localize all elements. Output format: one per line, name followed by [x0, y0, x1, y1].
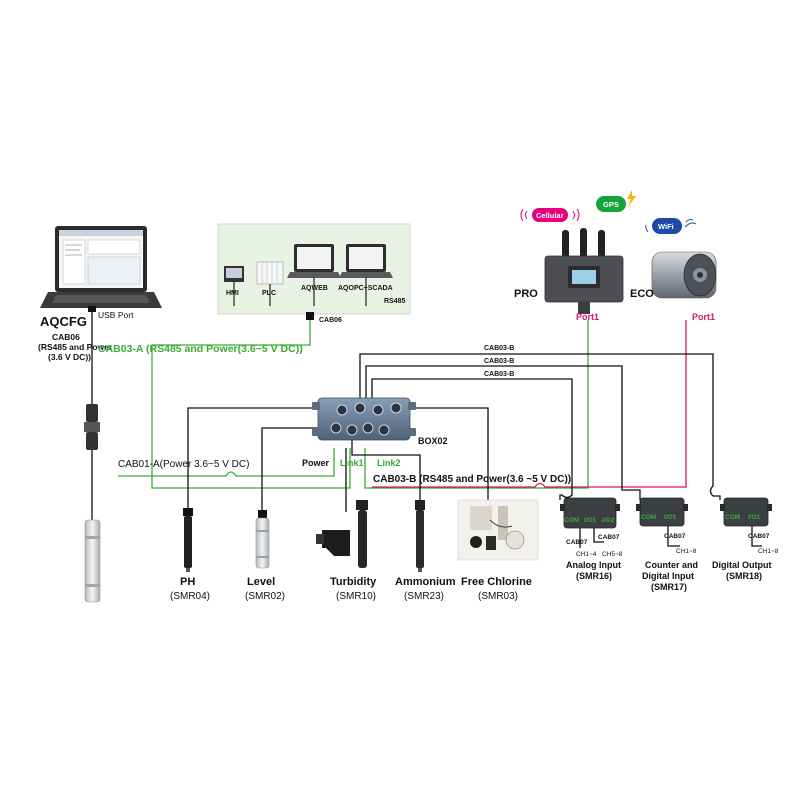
- wifi-signal-icon: [684, 218, 697, 228]
- smr16-code: (SMR16): [576, 571, 612, 581]
- eco-label: ECO: [630, 288, 654, 300]
- smr17-ch: CH1~8: [676, 548, 697, 555]
- sensor-labels: PH (SMR04) Level (SMR02) Turbidity (SMR1…: [170, 576, 532, 602]
- smr18-name: Digital Output: [712, 560, 772, 570]
- wire-eco-magenta: [372, 320, 687, 488]
- lightning-icon: [627, 190, 636, 207]
- sensor-level-code: (SMR02): [245, 591, 285, 602]
- cab06-desc-2: (3.6 V DC)): [48, 352, 91, 362]
- level-sensor: [255, 510, 270, 569]
- smr18-ch: CH1~8: [758, 548, 779, 555]
- smr18-cab07: CAB07: [748, 533, 770, 540]
- plc-label: PLC: [262, 290, 276, 297]
- rs485-label: RS485: [384, 298, 406, 305]
- cab03b-label-2: CAB03-B: [484, 358, 514, 365]
- smr16-io2: I/O2: [602, 517, 615, 524]
- cab03b-label-3: CAB03-B: [484, 371, 514, 378]
- wire-smr18-ch: [751, 518, 762, 547]
- pro-gateway: [544, 228, 624, 314]
- eco-gateway: [651, 251, 717, 299]
- wire-level: [261, 427, 338, 510]
- gps-badge: [596, 190, 636, 212]
- wire-cab03b-3: [371, 378, 573, 500]
- cab06-desc-1: (RS485 and Power: [38, 342, 113, 352]
- smr17-name-2: Digital Input: [642, 571, 694, 581]
- cab06-panel-connector: [306, 312, 314, 320]
- cab03b-label-1: CAB03-B: [484, 345, 514, 352]
- scada-panel: [217, 223, 411, 315]
- box-link2-label: Link2: [377, 458, 401, 468]
- wire-cab03b-1: [359, 353, 721, 500]
- sensor-ammonium-code: (SMR23): [404, 591, 444, 602]
- cab01a-label: CAB01-A(Power 3.6~5 V DC): [118, 459, 249, 470]
- cellular-badge: [520, 208, 580, 222]
- free-chlorine-analyzer: [457, 499, 539, 561]
- wire-ph: [187, 407, 342, 508]
- wire-cab03b-2: [365, 365, 641, 500]
- pro-port-label: Port1: [576, 312, 599, 322]
- ph-sensor: [183, 508, 193, 572]
- usb-connector: [84, 404, 100, 450]
- sensor-ph-code: (SMR04): [170, 591, 210, 602]
- smr16-name: Analog Input: [566, 560, 621, 570]
- laptop-aqcfg: [40, 226, 162, 312]
- smr17-code: (SMR17): [651, 582, 687, 592]
- aqopc-laptop: [339, 244, 393, 278]
- smr18-module: [720, 497, 772, 527]
- ammonium-sensor: [415, 500, 425, 572]
- wire-ammonium: [351, 432, 421, 500]
- box02-label: BOX02: [418, 436, 448, 446]
- smr18-code: (SMR18): [726, 571, 762, 581]
- box02-device: [312, 397, 416, 441]
- cellular-label: Cellular: [536, 211, 564, 220]
- smr17-io1: I/O1: [664, 514, 677, 521]
- smr17-com: COM: [641, 514, 656, 521]
- sensor-freechlorine-name: Free Chlorine: [461, 576, 532, 588]
- smr17-module: [636, 497, 688, 527]
- wire-cab03a: [151, 312, 351, 489]
- wifi-label: WiFi: [658, 222, 674, 231]
- cab03b-main-label: CAB03-B (RS485 and Power(3.6 ~5 V DC)): [373, 474, 571, 485]
- smr18-com: COM: [725, 514, 740, 521]
- sensor-level-name: Level: [247, 576, 275, 588]
- pro-label: PRO: [514, 288, 538, 300]
- smr16-cab07-a: CAB07: [566, 539, 588, 546]
- aqcfg-label: AQCFG: [40, 314, 87, 329]
- box-power-label: Power: [302, 458, 330, 468]
- smr16-io1: I/O1: [584, 517, 597, 524]
- cab03a-label: CAB03-A (RS485 and Power(3.6~5 V DC)): [98, 343, 303, 355]
- smr16-cab07-b: CAB07: [598, 534, 620, 541]
- aqweb-laptop: [287, 244, 341, 278]
- aqweb-label: AQWEB: [301, 285, 328, 292]
- usb-port-label: USB Port: [98, 310, 134, 320]
- wire-cab01a: [118, 448, 335, 477]
- box-link1-label: Link1: [340, 458, 364, 468]
- wire-cab03b-green: [364, 320, 589, 489]
- wifi-badge: [645, 218, 697, 234]
- wire-cab01a-hop: [225, 471, 237, 477]
- cab06-pc-label: CAB06: [52, 332, 80, 342]
- smr17-cab07: CAB07: [664, 533, 686, 540]
- smr17-name-1: Counter and: [645, 560, 698, 570]
- cab06-panel-label: CAB06: [319, 317, 342, 324]
- sensor-ammonium-name: Ammonium: [395, 576, 456, 588]
- hmi-label: HMI: [226, 290, 239, 297]
- smr16-com: COM: [564, 517, 579, 524]
- sensor-freechlorine-code: (SMR03): [478, 591, 518, 602]
- smr16-ch1: CH1~4: [576, 551, 597, 558]
- smr16-ch2: CH5~8: [602, 551, 623, 558]
- turbidity-sensor: [316, 500, 368, 568]
- probe-sensor: [84, 519, 101, 603]
- sensor-turbidity-name: Turbidity: [330, 576, 377, 588]
- aqopc-label: AQOPC+SCADA: [338, 285, 393, 292]
- smr18-io1: I/O1: [748, 514, 761, 521]
- smr16-module: [560, 497, 620, 529]
- sensor-turbidity-code: (SMR10): [336, 591, 376, 602]
- gps-label: GPS: [603, 200, 619, 209]
- eco-port-label: Port1: [692, 312, 715, 322]
- sensor-ph-name: PH: [180, 576, 195, 588]
- wire-smr17-ch: [667, 518, 680, 547]
- plc-device: [256, 261, 284, 285]
